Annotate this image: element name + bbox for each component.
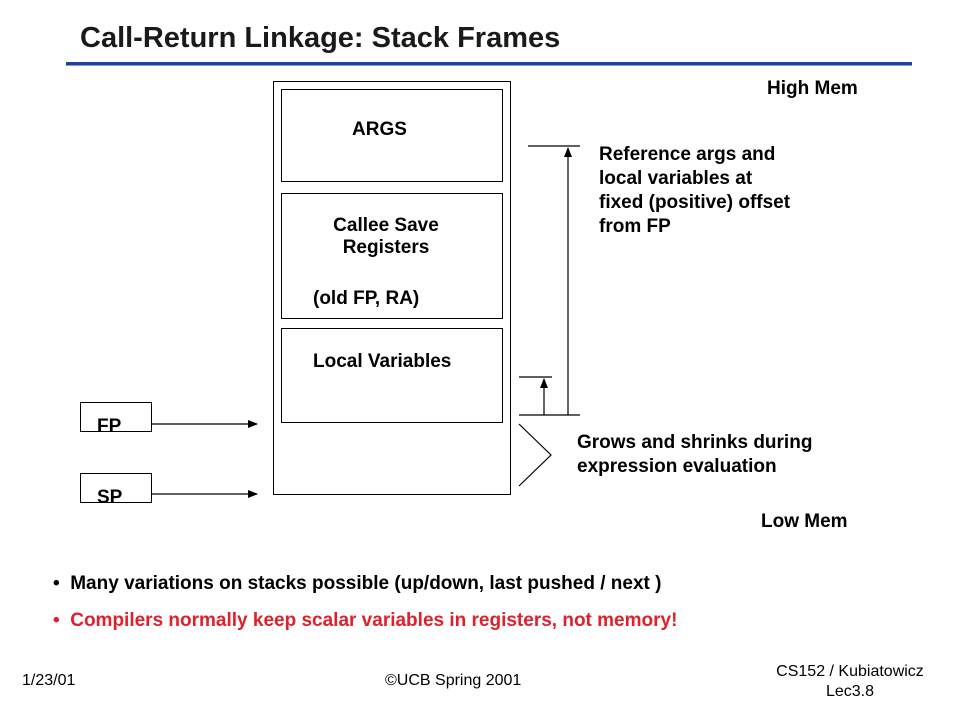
args-section bbox=[281, 89, 503, 182]
low-mem-label: Low Mem bbox=[761, 511, 848, 532]
grows-note: Grows and shrinks during expression eval… bbox=[577, 431, 812, 479]
callee-save-section bbox=[281, 193, 503, 319]
local-variables-section bbox=[281, 328, 503, 423]
high-mem-label: High Mem bbox=[767, 78, 858, 99]
slide-title: Call-Return Linkage: Stack Frames bbox=[80, 22, 561, 54]
bullet-dot: • bbox=[53, 610, 71, 631]
grows-note-line: Grows and shrinks during bbox=[577, 432, 813, 453]
reference-note-line: fixed (positive) offset bbox=[599, 192, 791, 213]
footer-copyright: ©UCB Spring 2001 bbox=[385, 672, 522, 689]
callee-save-line1: Callee Save bbox=[333, 215, 439, 236]
bullet-item: • Compilers normally keep scalar variabl… bbox=[53, 610, 677, 632]
bullet-text: Many variations on stacks possible (up/d… bbox=[70, 573, 662, 594]
grows-note-line: expression evaluation bbox=[577, 456, 777, 477]
reference-note-line: local variables at bbox=[599, 168, 753, 189]
local-variables-label: Local Variables bbox=[313, 351, 452, 372]
sp-label: SP bbox=[97, 487, 123, 508]
bullet-item: • Many variations on stacks possible (up… bbox=[53, 573, 661, 595]
reference-note-line: Reference args and bbox=[599, 144, 776, 165]
footer-lecture: Lec3.8 bbox=[825, 683, 875, 700]
reference-note-line: from FP bbox=[599, 216, 671, 237]
grows-bracket bbox=[518, 423, 552, 487]
fp-label: FP bbox=[97, 416, 122, 437]
callee-save-line2: Registers bbox=[342, 237, 430, 258]
sp-register-box bbox=[80, 473, 152, 503]
args-label: ARGS bbox=[352, 119, 407, 140]
footer-course-name: CS152 / Kubiatowicz bbox=[776, 663, 924, 680]
old-fp-ra-label: (old FP, RA) bbox=[313, 288, 420, 309]
footer-date: 1/23/01 bbox=[22, 672, 76, 689]
fp-register-box bbox=[80, 402, 152, 432]
bullet-dot: • bbox=[53, 573, 71, 594]
callee-save-label: Callee Save Registers bbox=[281, 215, 491, 259]
bullet-text: Compilers normally keep scalar variables… bbox=[70, 610, 678, 631]
footer-course: CS152 / Kubiatowicz Lec3.8 bbox=[760, 662, 940, 702]
reference-note: Reference args and local variables at fi… bbox=[599, 143, 790, 239]
title-underline bbox=[66, 62, 912, 66]
